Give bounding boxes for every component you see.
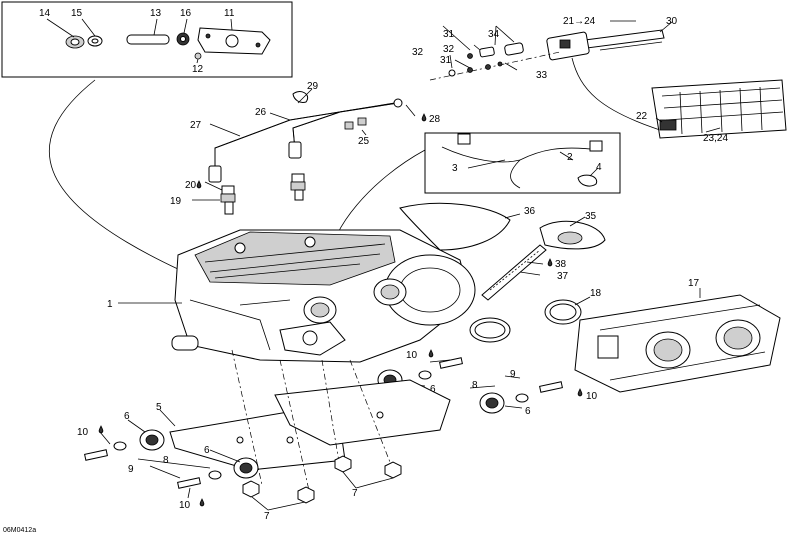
- part-12-screw: [194, 52, 202, 60]
- callout-13: 13: [150, 8, 162, 19]
- callout-32-mid: 32: [443, 44, 455, 55]
- part-35-dipstick-cap: [539, 220, 606, 250]
- callout-8-right: 8: [472, 380, 478, 391]
- part-17-throttle-body: [574, 294, 781, 393]
- callout-19: 19: [170, 196, 182, 207]
- part-27-ignition-wire: [208, 98, 403, 183]
- callout-8-left: 8: [163, 455, 169, 466]
- part-13-shaft: [126, 34, 170, 45]
- callout-1: 1: [107, 299, 113, 310]
- callout-28: 28: [429, 114, 441, 125]
- part-36-shield: [399, 202, 511, 251]
- callout-9-left: 9: [128, 464, 134, 475]
- callout-21-24: 21→24: [563, 16, 596, 27]
- part-7-nuts: [242, 455, 402, 504]
- callout-36: 36: [524, 206, 536, 217]
- callout-10-left-top: 10: [77, 427, 89, 438]
- callout-2: 2: [567, 152, 573, 163]
- callout-26: 26: [255, 107, 267, 118]
- part-25-nuts: [344, 117, 367, 130]
- callout-17: 17: [688, 278, 700, 289]
- part-30-rod: [584, 29, 665, 51]
- inset-box-harness: [424, 132, 621, 194]
- callout-31-top: 31: [443, 29, 455, 40]
- callout-16: 16: [180, 8, 192, 19]
- part-6-mount-left-low: [233, 457, 259, 479]
- sensor-wire: [571, 57, 661, 131]
- callout-10-right-low: 10: [586, 391, 598, 402]
- drop-icon: [547, 258, 553, 267]
- callout-9-right: 9: [510, 369, 516, 380]
- callout-11: 11: [224, 8, 235, 19]
- reference-curve-inset: [48, 79, 181, 271]
- part-8-washers-right: [418, 370, 529, 403]
- part-22-connector: [659, 119, 677, 131]
- callout-10-left-low: 10: [179, 500, 191, 511]
- callout-22: 22: [636, 111, 648, 122]
- callout-23-24: 23,24: [703, 133, 728, 144]
- part-2-3-harness: [441, 133, 603, 189]
- part-19-spark-plug-left: [220, 185, 236, 215]
- part-5-bracket: [169, 379, 451, 471]
- part-23-24-ecu: [651, 79, 787, 139]
- part-32-31-washers: [448, 53, 473, 77]
- callout-31-low: 31: [440, 55, 452, 66]
- callout-38: 38: [555, 259, 567, 270]
- callout-34: 34: [488, 29, 500, 40]
- part-34-bushing: [479, 42, 524, 58]
- callout-10-right-top: 10: [406, 350, 418, 361]
- callout-18: 18: [590, 288, 602, 299]
- part-11-cover: [197, 27, 271, 55]
- part-21-24-sensor: [546, 31, 590, 61]
- part-4-clip: [577, 174, 598, 187]
- callout-7-right: 7: [352, 488, 358, 499]
- callout-30: 30: [666, 16, 678, 27]
- part-33-bolt: [429, 51, 561, 81]
- drop-icon: [428, 349, 434, 358]
- part-37-dipstick: [481, 244, 547, 301]
- callout-6-left-low: 6: [204, 445, 210, 456]
- drop-icon: [196, 180, 202, 189]
- part-8-washers-left: [113, 441, 222, 480]
- callout-27: 27: [190, 120, 202, 131]
- callout-3: 3: [452, 163, 458, 174]
- callout-14: 14: [39, 8, 51, 19]
- callout-15: 15: [71, 8, 83, 19]
- part-16-gear: [176, 32, 190, 46]
- part-14-seal: [65, 35, 85, 49]
- part-9-bolt-right: [439, 357, 563, 393]
- part-9-bolt-left: [84, 449, 201, 489]
- part-15-ring: [87, 35, 103, 47]
- callout-6-right-top: 6: [430, 384, 436, 395]
- drop-icon: [577, 388, 583, 397]
- part-19-spark-plug-right: [290, 173, 306, 201]
- part-29-clip: [292, 91, 308, 103]
- part-6-mount-left-top: [139, 429, 165, 451]
- callout-7-left: 7: [264, 511, 270, 522]
- callout-5: 5: [156, 402, 162, 413]
- drawing-code: 06M0412a: [3, 527, 36, 534]
- callout-20: 20: [185, 180, 197, 191]
- part-6-mount-lower-right: [479, 392, 505, 414]
- part-1-engine: [171, 229, 476, 363]
- inset-box-oil-pump: [1, 1, 293, 78]
- drop-icon: [421, 113, 427, 122]
- callout-32-left: 32: [412, 47, 424, 58]
- callout-29: 29: [307, 81, 319, 92]
- callout-6-right-low: 6: [525, 406, 531, 417]
- callout-33: 33: [536, 70, 548, 81]
- callout-25: 25: [358, 136, 370, 147]
- drop-icon: [199, 498, 205, 507]
- callout-12: 12: [192, 64, 204, 75]
- callout-4: 4: [596, 162, 602, 173]
- callout-37: 37: [557, 271, 569, 282]
- drop-icon: [98, 425, 104, 434]
- callout-6-left-top: 6: [124, 411, 130, 422]
- part-18-clamp: [469, 299, 582, 343]
- callout-35: 35: [585, 211, 597, 222]
